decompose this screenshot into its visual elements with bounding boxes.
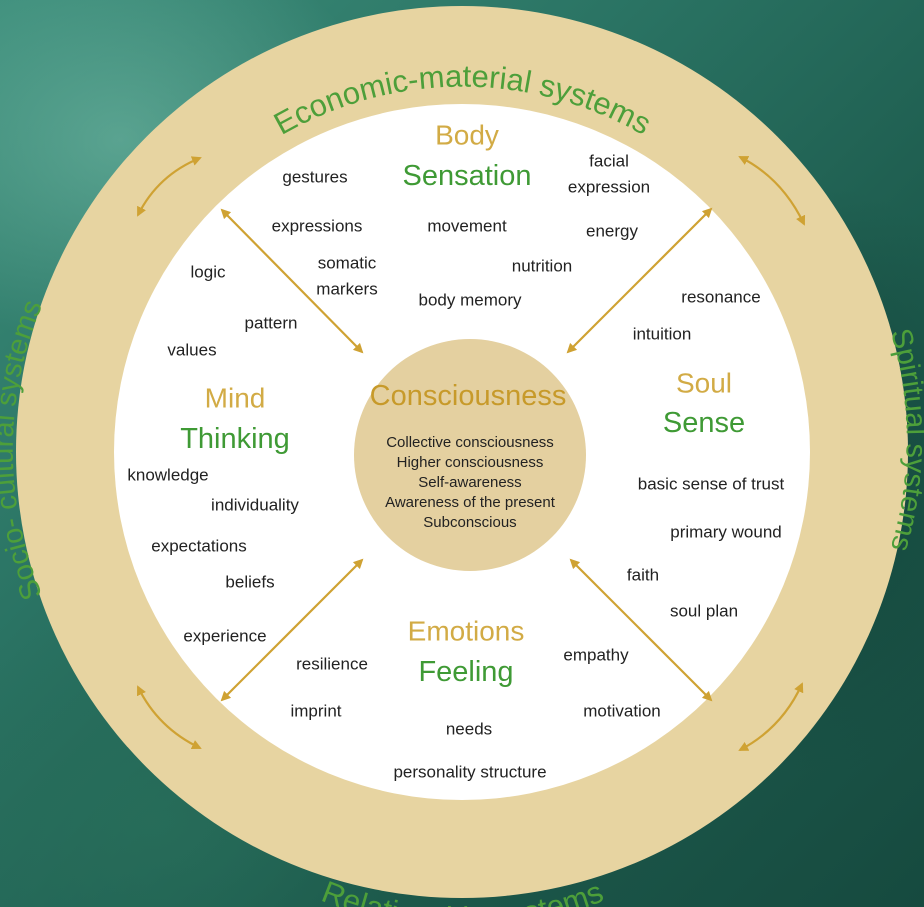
term-nutrition: nutrition	[511, 256, 573, 276]
center-item: Collective consciousness	[386, 434, 554, 452]
term-body-memory: body memory	[418, 290, 522, 310]
term-expressions: expressions	[271, 216, 363, 236]
center-item: Awareness of the present	[385, 493, 555, 511]
soul-title: Soul	[675, 367, 733, 399]
term-needs: needs	[445, 719, 493, 739]
term-somatic: somatic	[317, 253, 377, 273]
term-resilience: resilience	[296, 654, 368, 674]
term-faith: faith	[626, 565, 660, 585]
center-item: Self-awareness	[418, 474, 522, 492]
arrow-body-soul	[566, 207, 713, 354]
center-title: Consciousness	[369, 379, 567, 412]
center-item: Subconscious	[423, 513, 517, 531]
term-expectations: expectations	[151, 536, 247, 556]
ring-arrow-bottom-right	[738, 682, 804, 751]
arrow-soul-emotions	[569, 558, 713, 702]
term-gestures: gestures	[282, 167, 348, 187]
term-basic-sense-of-trust: basic sense of trust	[637, 474, 785, 494]
emotions-title: Emotions	[407, 615, 525, 647]
term-pattern: pattern	[244, 313, 298, 333]
term-primary-wound: primary wound	[670, 522, 782, 542]
term-personality-structure: personality structure	[393, 762, 547, 782]
term-energy: energy	[586, 221, 638, 241]
term-logic: logic	[190, 262, 226, 282]
term-empathy: empathy	[563, 645, 629, 665]
center-item: Higher consciousness	[396, 454, 544, 472]
term-experience: experience	[183, 626, 267, 646]
term-soul-plan: soul plan	[669, 601, 739, 621]
term-motivation: motivation	[583, 701, 661, 721]
term-expression: expression	[567, 177, 651, 197]
term-beliefs: beliefs	[225, 572, 275, 592]
body-title: Body	[435, 119, 499, 151]
term-markers: markers	[316, 279, 378, 299]
body-subtitle: Sensation	[402, 159, 532, 192]
ring-arrow-bottom-left	[137, 685, 202, 750]
term-facial: facial	[589, 151, 629, 171]
term-resonance: resonance	[681, 287, 761, 307]
arrow-mind-emotions	[220, 558, 364, 702]
term-individuality: individuality	[211, 495, 299, 515]
term-imprint: imprint	[290, 701, 342, 721]
arrow-body-mind	[220, 208, 364, 354]
mind-subtitle: Thinking	[180, 422, 290, 455]
term-intuition: intuition	[632, 324, 692, 344]
term-values: values	[167, 340, 217, 360]
term-knowledge: knowledge	[127, 465, 209, 485]
ring-arrow-top-right	[738, 156, 806, 226]
soul-subtitle: Sense	[662, 406, 746, 439]
core-circle	[354, 339, 586, 571]
mind-title: Mind	[204, 382, 266, 414]
ring-arrow-top-left	[137, 156, 202, 217]
emotions-subtitle: Feeling	[418, 655, 514, 688]
term-movement: movement	[427, 216, 507, 236]
center-list: Collective consciousness Higher consciou…	[385, 433, 555, 533]
